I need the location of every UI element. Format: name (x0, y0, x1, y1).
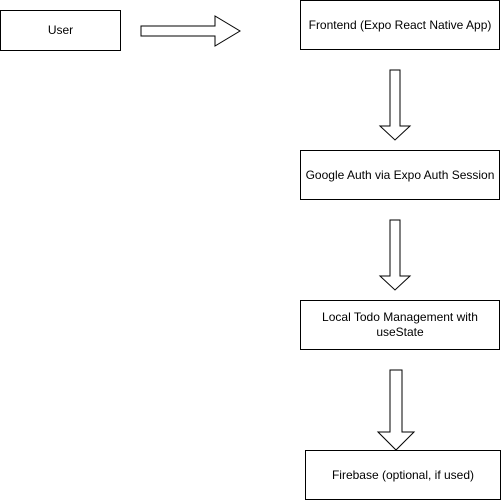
arrow-frontend-to-auth (378, 69, 412, 141)
google-auth-node-label: Google Auth via Expo Auth Session (305, 167, 495, 182)
arrow-user-to-frontend (140, 15, 241, 47)
user-node: User (0, 10, 121, 51)
arrow-todo-to-firebase (376, 369, 416, 451)
firebase-node-label: Firebase (optional, if used) (331, 467, 475, 482)
frontend-node-label: Frontend (Expo React Native App) (308, 17, 492, 32)
firebase-node: Firebase (optional, if used) (305, 450, 501, 500)
frontend-node: Frontend (Expo React Native App) (300, 0, 500, 50)
google-auth-node: Google Auth via Expo Auth Session (300, 150, 500, 200)
todo-management-node: Local Todo Management with useState (300, 300, 500, 350)
user-node-label: User (47, 23, 74, 37)
todo-management-node-label: Local Todo Management with useState (322, 310, 478, 339)
arrow-auth-to-todo (378, 219, 412, 291)
